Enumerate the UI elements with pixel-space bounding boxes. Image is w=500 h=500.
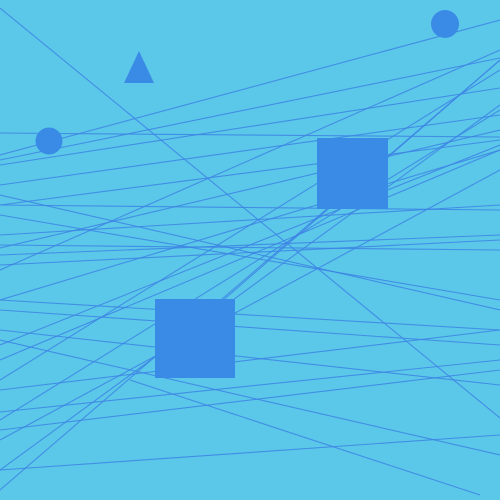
line-4 xyxy=(0,87,500,166)
circle-shape-left xyxy=(35,127,63,155)
line-24 xyxy=(0,339,500,456)
line-31 xyxy=(129,379,481,496)
line-29 xyxy=(0,434,500,471)
line-21 xyxy=(0,299,500,331)
square-shape-right xyxy=(317,138,388,209)
line-26 xyxy=(0,329,500,391)
line-10 xyxy=(0,69,500,381)
line-19 xyxy=(0,244,500,251)
line-32 xyxy=(0,204,500,236)
line-6 xyxy=(0,139,500,206)
line-18 xyxy=(0,214,500,301)
line-2 xyxy=(0,19,500,156)
line-layer xyxy=(0,7,500,496)
line-7 xyxy=(0,49,500,271)
circle-shape-top-right xyxy=(431,10,459,38)
line-13 xyxy=(0,104,500,471)
line-34 xyxy=(0,149,500,361)
line-17 xyxy=(0,204,500,211)
line-27 xyxy=(0,359,500,413)
line-8 xyxy=(0,129,500,249)
line-28 xyxy=(0,369,500,431)
line-1 xyxy=(0,7,500,419)
line-33 xyxy=(0,239,500,266)
square-shape-center xyxy=(155,299,235,378)
line-12 xyxy=(0,169,500,441)
line-15 xyxy=(0,132,500,138)
shape-layer xyxy=(35,10,459,378)
line-22 xyxy=(0,309,500,346)
line-23 xyxy=(0,329,500,386)
triangle-shape xyxy=(124,51,154,83)
line-5 xyxy=(0,114,500,186)
line-3 xyxy=(0,57,500,161)
line-25 xyxy=(0,144,500,346)
line-11 xyxy=(0,109,500,421)
